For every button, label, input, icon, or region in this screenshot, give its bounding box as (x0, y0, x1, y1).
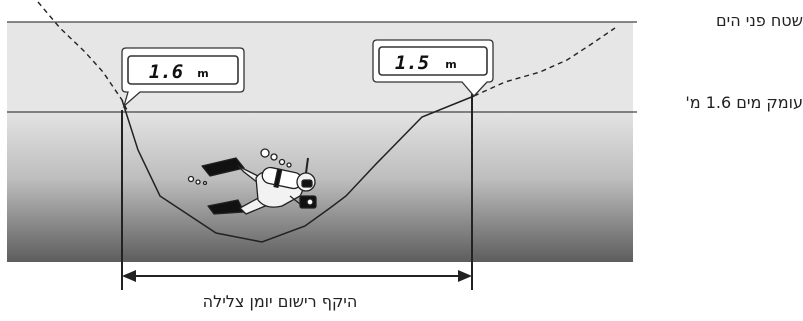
dive-profile-dashed-right (473, 27, 616, 97)
shallow-water-band (7, 22, 633, 112)
left-depth-value: 1.6 (149, 61, 183, 83)
left-depth-unit: m (197, 67, 208, 80)
left-depth-display: 1.6 m (121, 47, 245, 108)
sea-surface-label: שטח פני הים (716, 11, 803, 30)
right-depth-value: 1.5 (395, 52, 429, 74)
water-depth-label: עומק מים 1.6 מ' (685, 93, 803, 112)
dive-profile-logged (121, 95, 475, 243)
right-depth-display: 1.5 m (372, 39, 494, 97)
deep-water-band (7, 112, 633, 262)
right-depth-unit: m (445, 58, 456, 71)
dive-profile-dashed-left (37, 1, 129, 113)
diver-illustration (187, 148, 317, 215)
dive-log-range-label: היקף רישום יומן צלילה (202, 292, 358, 311)
bubbles (187, 148, 292, 186)
log-range-arrowhead-right (458, 270, 472, 282)
log-range-arrowhead-left (122, 270, 136, 282)
fin-upper (201, 157, 245, 177)
